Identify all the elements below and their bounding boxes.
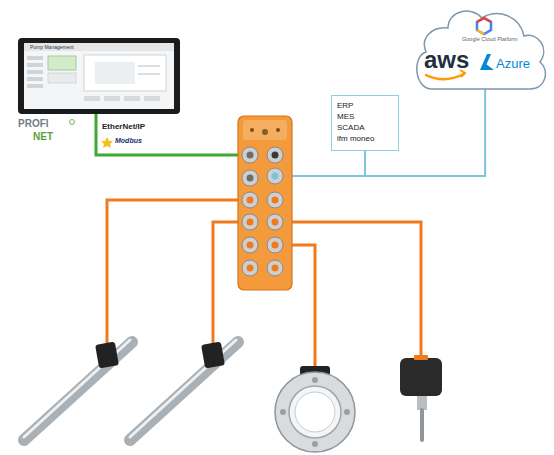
meter-bore-inner [295, 392, 335, 432]
port-pin [247, 219, 254, 226]
modbus-star [101, 137, 113, 148]
fieldbus-cable [96, 114, 243, 155]
protocol-logo: Modbus [115, 137, 142, 144]
tube-highlight [24, 340, 130, 437]
flange-bolt [312, 377, 318, 383]
sensor-accent [414, 355, 428, 360]
system-name: SCADA [337, 124, 365, 132]
mounting-hole [250, 128, 254, 132]
flow-sensor-head [400, 358, 442, 396]
hmi-menu-button [27, 70, 43, 74]
flange-bolt [312, 441, 318, 447]
sensor-head [201, 341, 225, 368]
hmi-pump-graphic [95, 62, 135, 84]
google-cloud-logo [477, 18, 491, 34]
hmi-menu-button [27, 56, 43, 60]
port-pin [247, 152, 254, 159]
port-pin [272, 173, 279, 180]
screen-title: Pump Management [30, 45, 74, 50]
hmi-menu-button [27, 77, 43, 81]
tube-highlight [130, 340, 236, 437]
protocol-logo: PROFI [18, 119, 49, 129]
hmi-bottom-button [144, 96, 160, 101]
port-connector [267, 192, 283, 208]
mounting-hole [276, 128, 280, 132]
port-pin [247, 265, 254, 272]
system-name: ERP [337, 102, 353, 110]
hmi-status-tile [48, 56, 76, 70]
io-link-cable [107, 200, 250, 346]
system-name: MES [337, 113, 354, 121]
port-pin [247, 242, 254, 249]
port-pin [272, 242, 279, 249]
io-link-cable [275, 222, 421, 358]
protocol-logo: NET [33, 132, 53, 142]
port-pin [272, 152, 279, 159]
registered-mark [70, 120, 75, 125]
io-link-master [238, 116, 292, 290]
hmi-bottom-button [104, 96, 120, 101]
port-pin [272, 219, 279, 226]
hmi-bezel [18, 38, 180, 114]
system-box: ERP MES SCADA ifm moneo [331, 95, 399, 151]
hmi-bottom-button [124, 96, 140, 101]
master-top-panel [243, 120, 287, 140]
azure-logo [480, 54, 494, 70]
port-connector [267, 214, 283, 230]
port-connector [242, 147, 258, 163]
hmi-title-bar [24, 43, 174, 51]
amazon-smile [426, 74, 464, 79]
google-cloud-logo [477, 18, 491, 22]
hmi-chart-area [84, 55, 166, 91]
port-connector [242, 237, 258, 253]
port-connector [242, 170, 258, 186]
port-connector [267, 147, 283, 163]
port-connector [242, 214, 258, 230]
cloud-platform: Google Cloud Platform aws Azure [412, 4, 550, 90]
port-connector [267, 237, 283, 253]
sensor-head [95, 341, 119, 368]
hmi-screen [24, 43, 174, 109]
platform-name: Azure [496, 57, 530, 70]
port-connector [267, 168, 283, 184]
protocol-logo: EtherNet/IP [102, 123, 145, 131]
sensor-stem [417, 396, 427, 410]
port-pin [272, 265, 279, 272]
hmi-chart-line [138, 66, 160, 67]
hmi-status-tile [48, 73, 76, 83]
sensor-tube [24, 342, 132, 440]
platform-name: aws [424, 48, 469, 72]
hmi-bottom-button [84, 96, 100, 101]
hmi-chart-line [138, 74, 160, 75]
platform-name: Google Cloud Platform [462, 37, 518, 43]
meter-flange [275, 372, 355, 452]
hmi-menu-button [27, 84, 43, 88]
port-connector [267, 260, 283, 276]
flange-bolt [344, 409, 350, 415]
cloud-outline [412, 4, 550, 90]
hmi-menu-button [27, 63, 43, 67]
port-connector [242, 192, 258, 208]
port-connector [242, 260, 258, 276]
google-cloud-logo [477, 30, 484, 34]
sensor-tube [130, 342, 238, 440]
cloud-shape [417, 11, 546, 89]
port-pin [272, 197, 279, 204]
meter-bore [289, 386, 341, 438]
port-pin [247, 175, 254, 182]
system-name: ifm moneo [337, 135, 374, 143]
port-pin [247, 197, 254, 204]
sensor-probe [420, 410, 424, 440]
flange-bolt [280, 409, 286, 415]
status-led [262, 129, 268, 135]
